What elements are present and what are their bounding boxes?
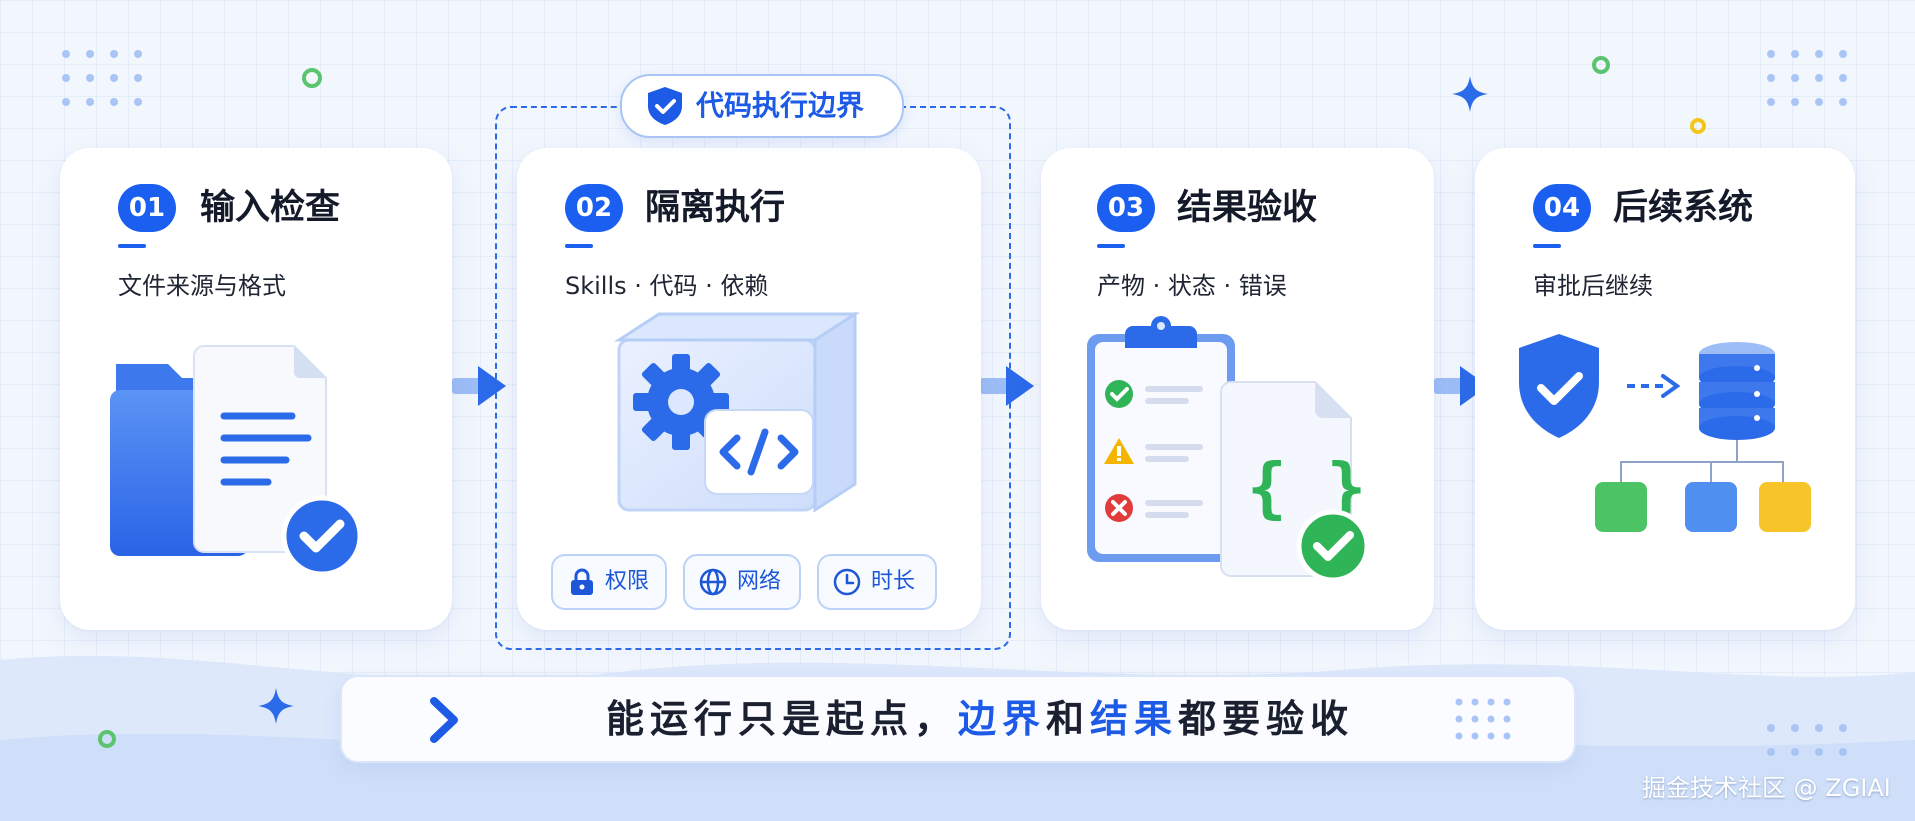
step-title: 后续系统 bbox=[1613, 188, 1754, 228]
step-subtitle: Skills · 代码 · 依赖 bbox=[565, 272, 769, 300]
dot-grid-decoration bbox=[1767, 50, 1847, 106]
flow-arrow-icon bbox=[980, 366, 1034, 406]
flow-arrow-icon bbox=[1434, 366, 1488, 406]
title-underline bbox=[1533, 244, 1561, 248]
conclusion-banner: 能运行只是起点，边界和结果都要验收 bbox=[340, 675, 1576, 763]
step-subtitle: 文件来源与格式 bbox=[118, 272, 286, 300]
shield-database-icon bbox=[1519, 334, 1811, 532]
dot-grid-decoration bbox=[62, 50, 142, 106]
boundary-label: 代码执行边界 bbox=[696, 89, 865, 122]
lock-icon bbox=[571, 568, 593, 595]
ring-decoration bbox=[1592, 56, 1610, 74]
step-subtitle: 审批后继续 bbox=[1533, 272, 1653, 300]
step-card-isolated-execution: 02 隔离执行 Skills · 代码 · 依赖 bbox=[517, 148, 981, 630]
step-card-result-check: 03 结果验收 产物 · 状态 · 错误 { } bbox=[1041, 148, 1434, 630]
conclusion-text: 能运行只是起点，边界和结果都要验收 bbox=[606, 697, 1355, 741]
constraint-chip-network: 网络 bbox=[683, 554, 801, 610]
sparkle-icon bbox=[258, 688, 294, 724]
watermark: 掘金技术社区 @ ZGIAI bbox=[1642, 774, 1891, 802]
step-card-input-check: 01 输入检查 文件来源与格式 bbox=[60, 148, 452, 630]
shield-check-icon bbox=[648, 87, 682, 125]
step-number-badge: 04 bbox=[1533, 184, 1591, 232]
chevron-right-icon bbox=[430, 697, 458, 743]
step-number-badge: 03 bbox=[1097, 184, 1155, 232]
globe-icon bbox=[699, 568, 727, 596]
clipboard-checklist-icon: { } bbox=[1087, 316, 1370, 583]
title-underline bbox=[118, 244, 146, 248]
clock-icon bbox=[833, 568, 861, 596]
step-title: 输入检查 bbox=[200, 188, 341, 228]
ring-decoration bbox=[1690, 118, 1706, 134]
sandbox-cube-icon bbox=[613, 311, 861, 513]
constraint-chip-duration: 时长 bbox=[817, 554, 937, 610]
step-title: 结果验收 bbox=[1177, 188, 1318, 228]
folder-document-check-icon bbox=[110, 345, 363, 577]
ring-decoration bbox=[302, 68, 322, 88]
constraint-label: 权限 bbox=[605, 569, 650, 594]
constraint-label: 时长 bbox=[871, 569, 916, 594]
step-number-badge: 02 bbox=[565, 184, 623, 232]
constraint-chip-permission: 权限 bbox=[551, 554, 667, 610]
flow-arrow-icon bbox=[452, 366, 506, 406]
title-underline bbox=[1097, 244, 1125, 248]
title-underline bbox=[565, 244, 593, 248]
dot-grid-decoration bbox=[1767, 724, 1847, 756]
step-title: 隔离执行 bbox=[645, 188, 786, 228]
constraint-label: 网络 bbox=[737, 569, 782, 594]
step-number-badge: 01 bbox=[118, 184, 176, 232]
ring-decoration bbox=[98, 730, 116, 748]
sparkle-icon bbox=[1452, 76, 1488, 112]
dot-grid-decoration bbox=[1455, 698, 1511, 740]
step-subtitle: 产物 · 状态 · 错误 bbox=[1097, 272, 1287, 300]
step-card-downstream-system: 04 后续系统 审批后继续 bbox=[1475, 148, 1855, 630]
boundary-label-pill: 代码执行边界 bbox=[620, 74, 904, 138]
